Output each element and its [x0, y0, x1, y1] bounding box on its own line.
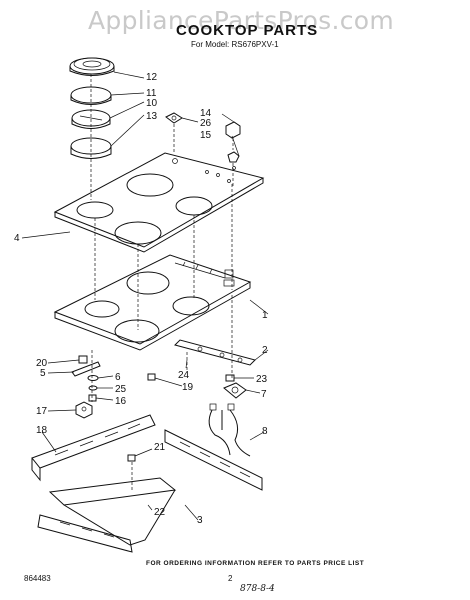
callout-20: 20 — [36, 358, 48, 369]
front-rail-3 — [37, 514, 133, 553]
model-number: For Model: RS676PXV-1 — [191, 40, 279, 49]
callout-1: 1 — [262, 310, 268, 321]
callout-13: 13 — [146, 111, 158, 122]
page-number: 2 — [228, 574, 233, 583]
watermark: AppliancePartsPros.com — [88, 6, 395, 35]
support-bracket-22 — [48, 477, 177, 546]
nut-23 — [225, 374, 235, 382]
terminal-block-7 — [223, 382, 247, 399]
callout-2: 2 — [262, 345, 268, 356]
callout-17: 17 — [36, 406, 48, 417]
callout-7: 7 — [261, 389, 267, 400]
diagram-title: COOKTOP PARTS — [176, 22, 319, 39]
callout-25: 25 — [115, 384, 127, 395]
callout-24: 24 — [178, 370, 190, 381]
screw-21 — [127, 454, 136, 462]
callout-4: 4 — [14, 233, 20, 244]
handwritten-note: 878-8-4 — [240, 584, 275, 594]
washer-25 — [88, 385, 98, 391]
callout-22: 22 — [154, 507, 166, 518]
callout-8: 8 — [262, 426, 268, 437]
callout-18: 18 — [36, 425, 48, 436]
bracket-5 — [71, 361, 101, 377]
wire-harness-8 — [208, 403, 251, 457]
screw-19 — [147, 373, 156, 381]
callout-11: 11 — [146, 88, 157, 99]
diagram-code: 864483 — [24, 574, 51, 583]
callout-21: 21 — [154, 442, 166, 453]
side-rail-3-right — [164, 429, 263, 491]
callout-3: 3 — [197, 515, 203, 526]
insulator-15 — [227, 151, 240, 163]
callout-10: 10 — [146, 98, 158, 109]
burner-element-12 — [69, 57, 115, 76]
callout-16: 16 — [115, 396, 127, 407]
cooktop-panel-4 — [53, 152, 265, 253]
callout-23: 23 — [256, 374, 268, 385]
callout-15: 15 — [200, 130, 212, 141]
callout-6: 6 — [115, 372, 121, 383]
clip-20 — [78, 355, 88, 364]
ordering-note: FOR ORDERING INFORMATION REFER TO PARTS … — [146, 560, 365, 567]
bracket-26 — [165, 112, 183, 124]
callout-26: 26 — [200, 118, 212, 129]
callout-12: 12 — [146, 72, 158, 83]
callout-19: 19 — [182, 382, 194, 393]
receptacle-17 — [75, 401, 93, 419]
cooktop-base-1 — [53, 254, 252, 351]
spacer-6 — [87, 375, 99, 381]
callout-14: 14 — [200, 108, 212, 119]
callout-5: 5 — [40, 368, 46, 379]
side-rail-18 — [31, 414, 156, 482]
screw-16 — [88, 394, 97, 402]
